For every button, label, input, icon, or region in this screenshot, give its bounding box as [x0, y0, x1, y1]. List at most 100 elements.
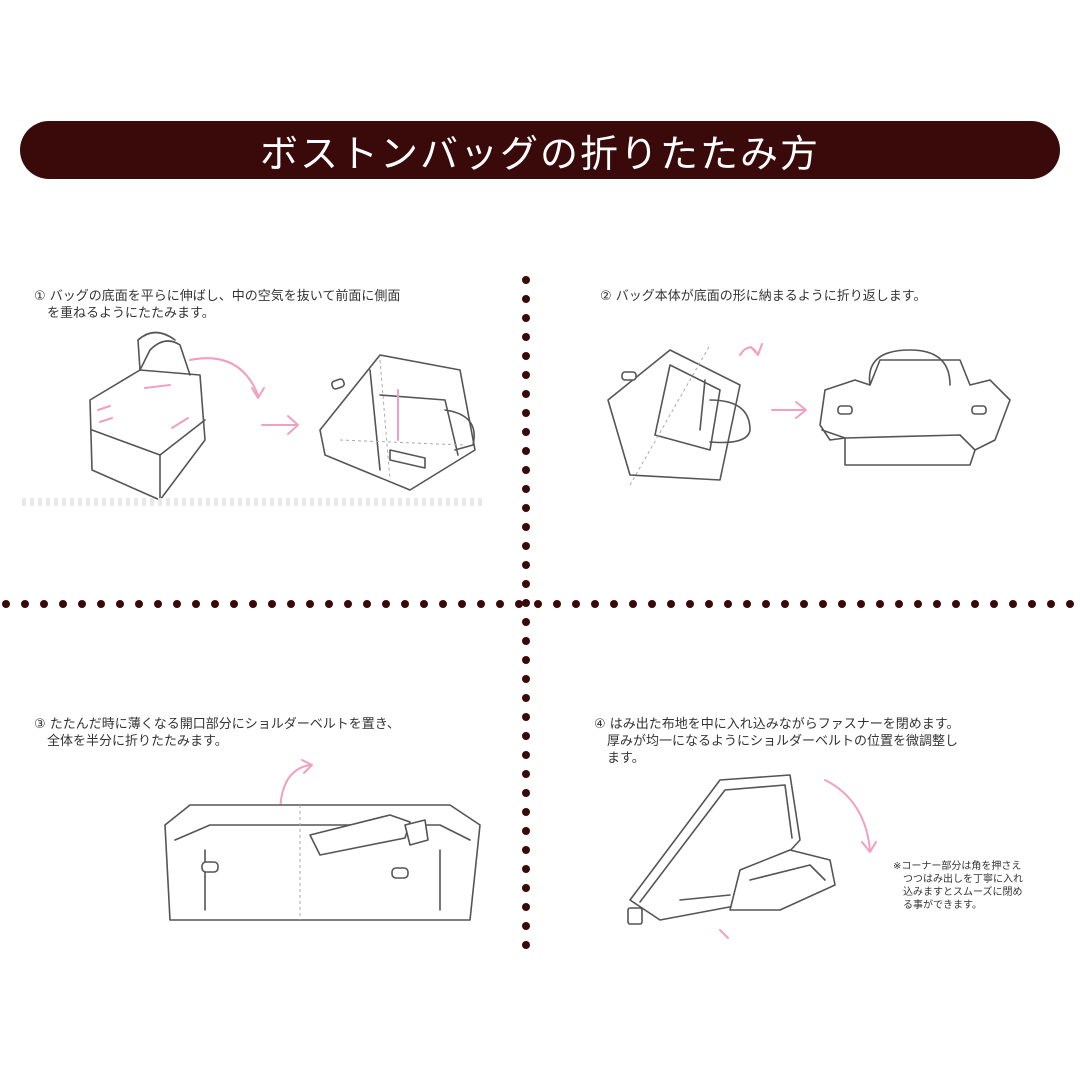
step-2-text: ② バッグ本体が底面の形に納まるように折り返します。	[600, 289, 927, 304]
divider-dot	[522, 523, 530, 531]
divider-dot	[522, 580, 530, 588]
divider-dot	[522, 371, 530, 379]
page-title: ボストンバッグの折りたたみ方	[259, 131, 820, 176]
divider-dot	[249, 600, 257, 608]
divider-dot	[458, 600, 466, 608]
divider-dot	[420, 600, 428, 608]
divider-dot	[230, 600, 238, 608]
divider-dot	[97, 600, 105, 608]
divider-dot	[522, 808, 530, 816]
step-1-text: ① バッグの底面を平らに伸ばし、中の空気を抜いて前面に側面 を重ねるようにたたみ…	[34, 289, 401, 321]
divider-dot	[914, 600, 922, 608]
divider-dot	[344, 600, 352, 608]
divider-dot	[522, 884, 530, 892]
flattened-bag-icon	[819, 359, 1011, 451]
fold-up-arrow-icon	[739, 343, 763, 356]
divider-dot	[21, 600, 29, 608]
divider-dot	[522, 865, 530, 873]
divider-dot	[1028, 600, 1036, 608]
divider-dot	[268, 600, 276, 608]
divider-dot	[522, 314, 530, 322]
divider-dot	[971, 600, 979, 608]
step-2-illustration	[607, 343, 1011, 486]
divider-dot	[522, 941, 530, 949]
divider-dot	[522, 827, 530, 835]
divider-dot	[522, 428, 530, 436]
divider-dot	[522, 485, 530, 493]
divider-dot	[522, 352, 530, 360]
divider-dot	[1009, 600, 1017, 608]
divider-dot	[522, 694, 530, 702]
divider-dot	[522, 922, 530, 930]
step-3-text: ③ たたんだ時に薄くなる開口部分にショルダーベルトを置き、 全体を半分に折りたた…	[34, 717, 400, 749]
divider-dot	[40, 600, 48, 608]
divider-dot	[522, 770, 530, 778]
divider-dot	[838, 600, 846, 608]
zipper-pull-icon	[627, 907, 643, 925]
divider-dot	[401, 600, 409, 608]
divider-dot	[382, 600, 390, 608]
divider-dot	[522, 618, 530, 626]
divider-dot	[522, 599, 530, 607]
divider-dot	[522, 409, 530, 417]
divider-dot	[762, 600, 770, 608]
divider-dot	[192, 600, 200, 608]
divider-dot	[522, 276, 530, 284]
divider-dot	[522, 447, 530, 455]
divider-dot	[591, 600, 599, 608]
divider-dot	[522, 713, 530, 721]
divider-dot	[1066, 600, 1074, 608]
divider-dot	[553, 600, 561, 608]
divider-dot	[743, 600, 751, 608]
divider-dot	[59, 600, 67, 608]
divider-dot	[173, 600, 181, 608]
divider-dot	[522, 561, 530, 569]
divider-dot	[363, 600, 371, 608]
divider-dot	[686, 600, 694, 608]
divider-dot	[522, 751, 530, 759]
divider-dot	[515, 600, 523, 608]
step-1-ground-shadow	[22, 498, 482, 506]
divider-dot	[522, 333, 530, 341]
divider-dot	[648, 600, 656, 608]
divider-dot	[522, 542, 530, 550]
divider-dot	[325, 600, 333, 608]
divider-dot	[933, 600, 941, 608]
divider-dot	[154, 600, 162, 608]
divider-dot	[522, 637, 530, 645]
corner-note: ※コーナー部分は角を押さえ つつはみ出しを丁寧に入れ 込みますとスムーズに閉め …	[893, 861, 1023, 911]
divider-dot	[477, 600, 485, 608]
divider-dot	[895, 600, 903, 608]
divider-dot	[1047, 600, 1055, 608]
divider-dot	[705, 600, 713, 608]
divider-dot	[990, 600, 998, 608]
divider-dot	[522, 390, 530, 398]
divider-dot	[534, 600, 542, 608]
divider-dot	[781, 600, 789, 608]
divider-dot	[800, 600, 808, 608]
divider-dot	[522, 846, 530, 854]
divider-dot	[522, 466, 530, 474]
divider-dot	[952, 600, 960, 608]
divider-dot	[135, 600, 143, 608]
divider-dot	[629, 600, 637, 608]
divider-dot	[522, 504, 530, 512]
title-banner: ボストンバッグの折りたたみ方	[20, 121, 1060, 179]
divider-dot	[857, 600, 865, 608]
divider-dot	[211, 600, 219, 608]
divider-dot	[522, 675, 530, 683]
divider-dot	[667, 600, 675, 608]
divider-dot	[522, 789, 530, 797]
divider-dot	[306, 600, 314, 608]
divider-dot	[522, 295, 530, 303]
fold-arrow-icon	[189, 357, 259, 396]
step-4-illustration	[627, 774, 877, 939]
divider-dot	[610, 600, 618, 608]
step-3-illustration	[164, 759, 481, 921]
step-1-illustration	[89, 331, 476, 501]
divider-dot	[522, 656, 530, 664]
divider-dot	[496, 600, 504, 608]
divider-dot	[439, 600, 447, 608]
right-arrow-icon-2	[771, 401, 807, 419]
close-arrow-icon	[824, 779, 877, 853]
